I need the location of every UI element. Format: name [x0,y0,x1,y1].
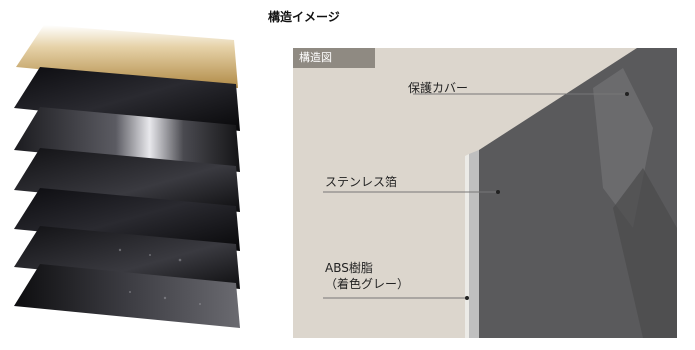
panel-illustration [323,48,677,338]
structure-diagram: 構造図 保護カバー ステンレス箔 ABS樹脂 （着色グレー） [293,48,677,338]
layer-6 [14,226,240,289]
section-title: 構造イメージ [268,10,340,24]
layer-3 [14,107,240,172]
layer-2 [14,67,240,131]
layer-5 [14,188,240,251]
layer-7 [14,264,240,328]
label-protective-cover: 保護カバー [408,81,469,95]
layer-4 [14,148,240,212]
diagram-tag: 構造図 [293,48,375,68]
label-abs-resin: ABS樹脂 （着色グレー） [325,260,409,292]
label-stainless-foil: ステンレス箔 [325,175,398,189]
layer-stack-illustration [14,25,240,328]
label-abs-line2: （着色グレー） [325,277,410,291]
label-abs-line1: ABS樹脂 [325,261,373,275]
